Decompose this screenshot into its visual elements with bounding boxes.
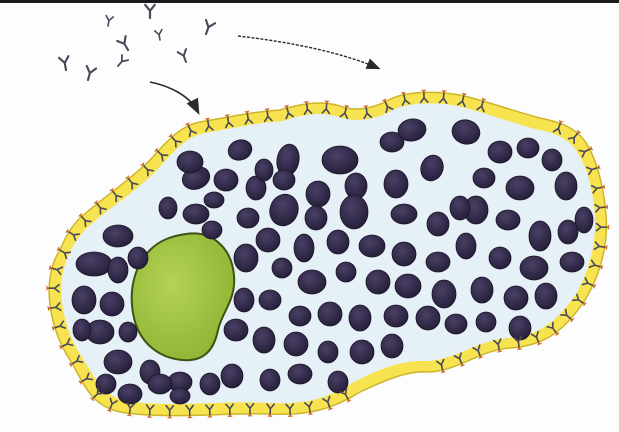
granule — [259, 290, 281, 310]
free-antibody-icon — [201, 20, 215, 36]
granule — [294, 234, 314, 262]
granule — [517, 138, 539, 158]
granule — [234, 244, 258, 272]
granule — [560, 252, 584, 272]
free-antibody-icon — [115, 55, 128, 69]
granule — [555, 172, 577, 200]
granule — [366, 270, 390, 294]
granule — [234, 288, 254, 312]
granule — [273, 170, 295, 190]
granule — [445, 314, 467, 334]
free-antibody-icon — [83, 66, 96, 81]
granule — [392, 242, 416, 266]
granule — [350, 340, 374, 364]
granule — [177, 151, 203, 173]
granule — [72, 286, 96, 314]
granule — [328, 371, 348, 393]
granule — [318, 302, 342, 326]
granule — [336, 262, 356, 282]
granule — [272, 258, 292, 278]
granule — [427, 212, 449, 236]
granule — [416, 306, 440, 330]
granule — [221, 364, 243, 388]
granule — [119, 322, 137, 342]
granule — [558, 220, 578, 244]
granule — [253, 327, 275, 353]
granule — [456, 233, 476, 259]
granule — [450, 196, 470, 220]
granule — [391, 204, 417, 224]
granule — [535, 283, 557, 309]
granule — [76, 252, 112, 276]
granule — [504, 286, 528, 310]
granule — [73, 319, 91, 341]
granule — [118, 384, 142, 404]
granule — [327, 230, 349, 254]
granule — [100, 292, 124, 316]
granule — [284, 332, 308, 356]
granule — [384, 170, 408, 198]
free-antibody-icon — [178, 49, 190, 63]
granule — [476, 312, 496, 332]
binding-arrow-icon — [238, 36, 378, 68]
granule — [349, 305, 371, 331]
granule — [204, 192, 224, 208]
granule — [298, 270, 326, 294]
granule — [214, 169, 238, 191]
granule — [159, 197, 177, 219]
granule — [322, 146, 358, 174]
granule — [520, 256, 548, 280]
granule — [318, 341, 338, 363]
granule — [200, 373, 220, 395]
granule — [104, 350, 132, 374]
granule — [103, 225, 133, 247]
binding-arrow-icon — [150, 82, 198, 112]
granule — [305, 206, 327, 230]
granule — [148, 374, 172, 394]
granule — [473, 168, 495, 188]
free-antibody-icon — [104, 16, 113, 27]
granule — [170, 388, 190, 404]
granule — [542, 149, 562, 171]
free-antibody-icon — [145, 5, 155, 18]
granule — [381, 334, 403, 358]
granule — [289, 306, 311, 326]
free-antibody-icon — [117, 36, 132, 52]
granule — [471, 277, 493, 303]
top-border — [0, 0, 619, 3]
granule — [506, 176, 534, 200]
granule — [224, 319, 248, 341]
free-antibody-group — [59, 5, 215, 81]
granule — [108, 257, 128, 283]
granule — [237, 208, 259, 228]
granule — [432, 280, 456, 308]
granule — [384, 305, 408, 327]
granule — [496, 210, 520, 230]
granule — [340, 195, 368, 229]
granule — [202, 221, 222, 239]
granule — [359, 235, 385, 257]
granule — [426, 252, 450, 272]
granule — [256, 228, 280, 252]
granule — [395, 274, 421, 298]
free-antibody-icon — [59, 56, 71, 71]
granule — [529, 221, 551, 251]
granule — [306, 181, 330, 207]
granule — [183, 204, 209, 224]
granule — [288, 364, 312, 384]
granule — [255, 159, 273, 181]
granule — [488, 141, 512, 163]
granule — [128, 247, 148, 269]
granule — [96, 374, 116, 394]
granule — [260, 369, 280, 391]
granule — [489, 247, 511, 269]
free-antibody-icon — [155, 30, 164, 41]
granule — [509, 316, 531, 340]
